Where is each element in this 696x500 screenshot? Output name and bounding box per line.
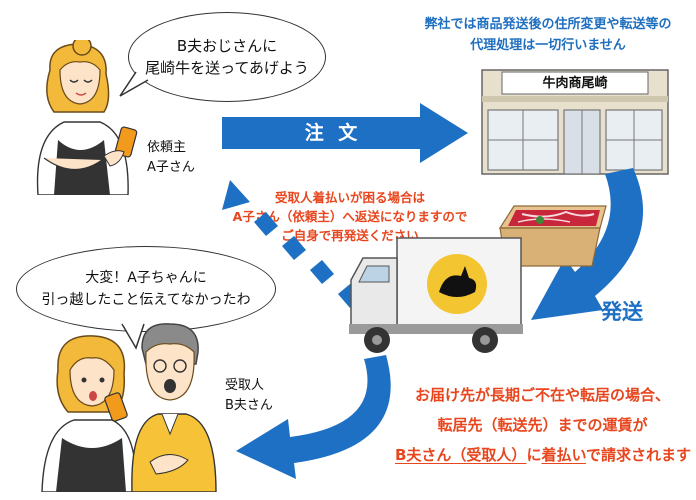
bottom-notice-line-1: お届け先が長期ご不在や転居の場合、 <box>414 386 670 404</box>
client-label: 依頼主 A子さん <box>147 138 195 178</box>
bottom-notice-recipient: B夫さん（受取人） <box>395 446 527 464</box>
client-speech-bubble: B夫おじさんに 尾崎牛を送ってあげよう <box>128 12 326 102</box>
return-notice: 受取人着払いが困る場合は A子さん（依頼主）へ返送になりますので ご自身で再発送… <box>220 188 480 245</box>
shop-notice-line-2: 代理処理は一切行いません <box>470 38 626 53</box>
bottom-notice-line-3: B夫さん（受取人）に着払いで請求されます <box>395 440 692 470</box>
client-label-role: 依頼主 <box>147 140 187 155</box>
ship-arrow <box>531 168 644 320</box>
recipient-bubble-tail <box>121 322 145 350</box>
bottom-notice: お届け先が長期ご不在や転居の場合、 転居先（転送先）までの運賃が B夫さん（受取… <box>395 380 692 470</box>
shop-building <box>481 69 669 175</box>
client-figure <box>36 40 138 195</box>
recipient-figures <box>41 323 217 492</box>
recipient-speech-bubble: 大変！A子ちゃんに 引っ越したこと伝えてなかったわ <box>16 246 276 332</box>
client-speech-line-2: 尾崎牛を送ってあげよう <box>145 59 309 77</box>
return-dotted-arrow <box>222 180 362 308</box>
order-arrow <box>222 103 468 163</box>
return-notice-line-2: A子さん（依頼主）へ返送になりますので <box>232 209 468 224</box>
ship-label: 発送 <box>601 300 643 324</box>
recipient-speech-line-2: 引っ越したこと伝えてなかったわ <box>41 292 251 308</box>
bottom-notice-particle: に <box>526 446 542 464</box>
bottom-notice-line-2: 転居先（転送先）までの運賃が <box>437 416 648 434</box>
shop-notice-line-1: 弊社では商品発送後の住所変更や転送等の <box>424 17 672 32</box>
shop-sign: 牛肉商尾崎 <box>542 76 608 91</box>
meat-box <box>498 205 607 267</box>
client-bubble-tail <box>119 71 149 97</box>
bottom-notice-tail: で請求されます <box>586 446 692 464</box>
delivery-arrow <box>236 355 391 479</box>
return-notice-line-1: 受取人着払いが困る場合は <box>274 190 425 205</box>
order-arrow-label: 注 文 <box>304 122 362 144</box>
recipient-speech-line-1: 大変！A子ちゃんに <box>85 270 207 286</box>
recipient-label: 受取人 B夫さん <box>225 376 273 416</box>
delivery-truck <box>349 237 523 353</box>
bottom-notice-cod: 着払い <box>541 446 587 464</box>
recipient-label-role: 受取人 <box>225 378 265 393</box>
client-label-name: A子さん <box>147 160 195 175</box>
shop-notice: 弊社では商品発送後の住所変更や転送等の 代理処理は一切行いません <box>408 14 688 56</box>
recipient-label-name: B夫さん <box>225 398 273 413</box>
return-notice-line-3: ご自身で再発送ください <box>281 228 419 243</box>
client-speech-line-1: B夫おじさんに <box>176 37 278 55</box>
